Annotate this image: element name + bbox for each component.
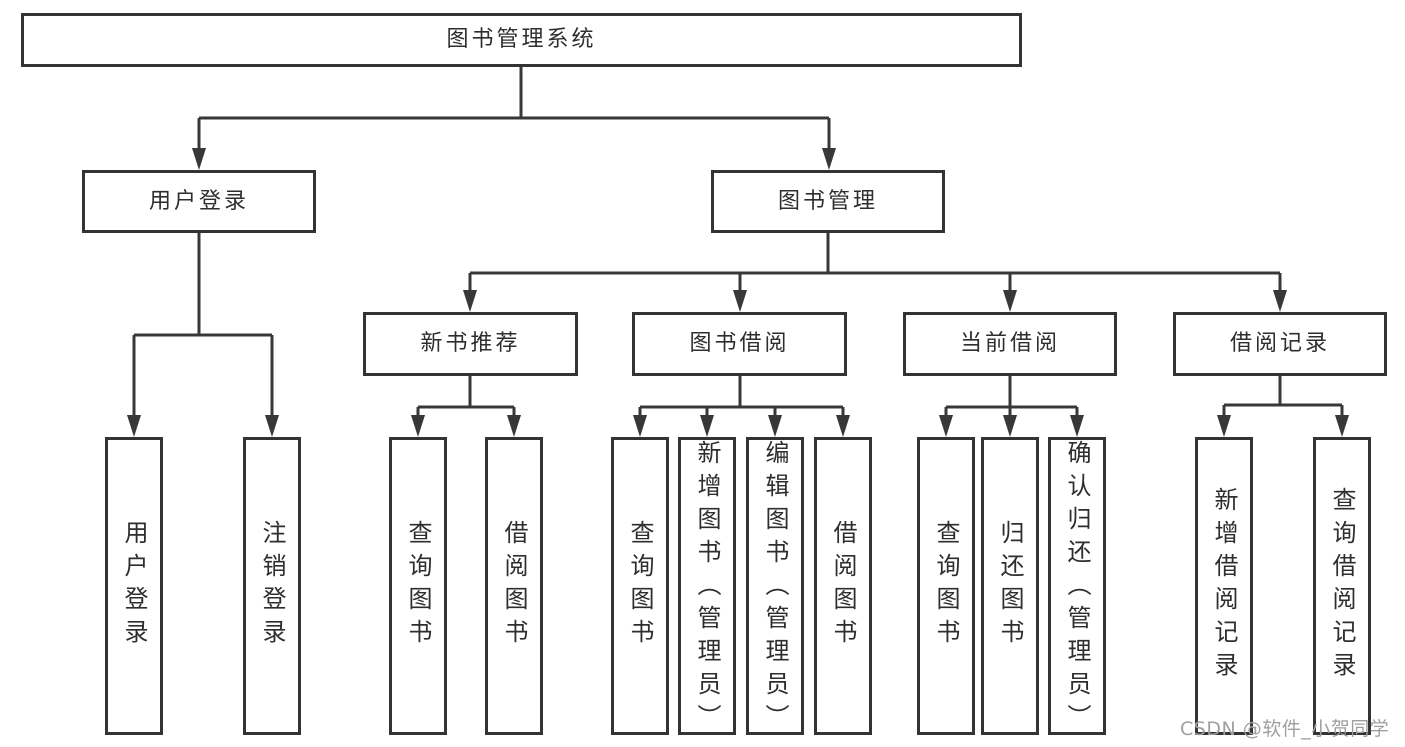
leaf-add-book-admin: 新增图书（管理员） (678, 437, 736, 737)
node-current-borrowing: 当前借阅 (903, 312, 1117, 376)
node-new-book-recommend: 新书推荐 (363, 312, 578, 376)
connector-lines (132, 67, 1344, 420)
csdn-watermark: CSDN @软件_小贺同学 (1180, 718, 1390, 740)
leaf-add-borrow-record: 新增借阅记录 (1195, 437, 1253, 735)
node-root-system: 图书管理系统 (21, 13, 1022, 67)
leaf-query-borrow-record: 查询借阅记录 (1313, 437, 1371, 735)
leaf-return-book: 归还图书 (981, 437, 1039, 735)
leaf-user-login: 用户登录 (105, 437, 163, 735)
leaf-edit-book-admin: 编辑图书（管理员） (746, 437, 804, 737)
leaf-query-books-borrowing: 查询图书 (611, 437, 669, 735)
node-book-management: 图书管理 (711, 170, 945, 233)
node-book-borrowing: 图书借阅 (632, 312, 847, 376)
leaf-borrow-books: 借阅图书 (814, 437, 872, 735)
node-borrow-records: 借阅记录 (1173, 312, 1387, 376)
node-user-login: 用户登录 (82, 170, 316, 233)
leaf-confirm-return-admin: 确认归还（管理员） (1048, 437, 1106, 737)
leaf-borrow-books-recommend: 借阅图书 (485, 437, 543, 735)
leaf-query-books-recommend: 查询图书 (389, 437, 447, 735)
leaf-logout: 注销登录 (243, 437, 301, 735)
leaf-query-books-current: 查询图书 (917, 437, 975, 735)
